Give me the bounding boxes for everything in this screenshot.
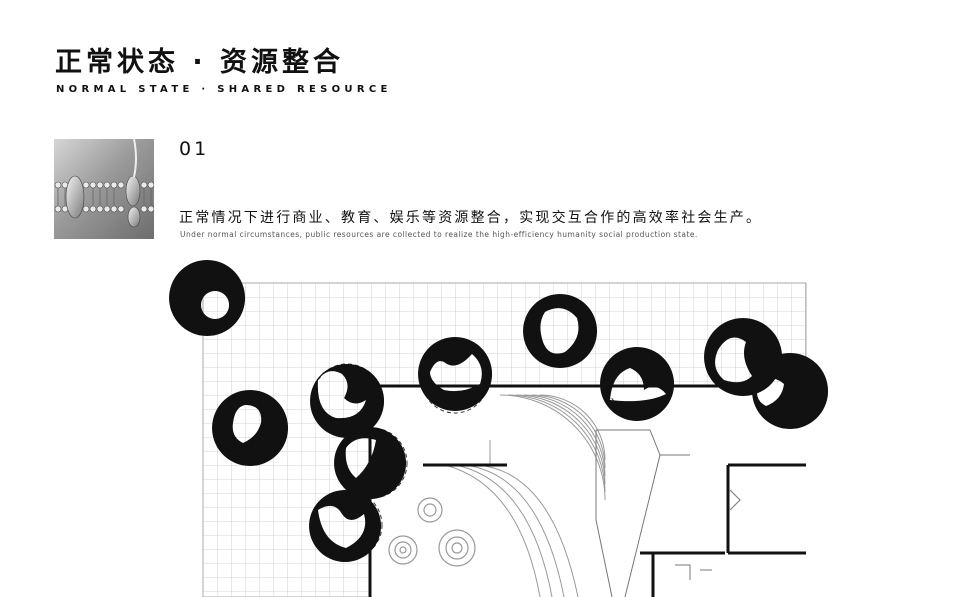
central-path — [595, 429, 690, 597]
page-subtitle: NORMAL STATE · SHARED RESOURCE — [56, 84, 392, 95]
spiral-markers — [388, 497, 476, 567]
amphitheater-arcs — [444, 394, 606, 597]
interior-area — [368, 385, 808, 597]
section-description-cn: 正常情况下进行商业、教育、娱乐等资源整合，实现交互合作的高效率社会生产。 — [179, 210, 763, 226]
section-description-en: Under normal circumstances, public resou… — [180, 230, 698, 239]
door-marks — [675, 489, 741, 580]
membrane-illustration — [54, 139, 154, 228]
section-number: 01 — [179, 138, 210, 160]
page-title: 正常状态 · 资源整合 — [55, 47, 345, 78]
membrane-thumbnail — [54, 139, 154, 239]
blob-circles — [169, 260, 829, 562]
